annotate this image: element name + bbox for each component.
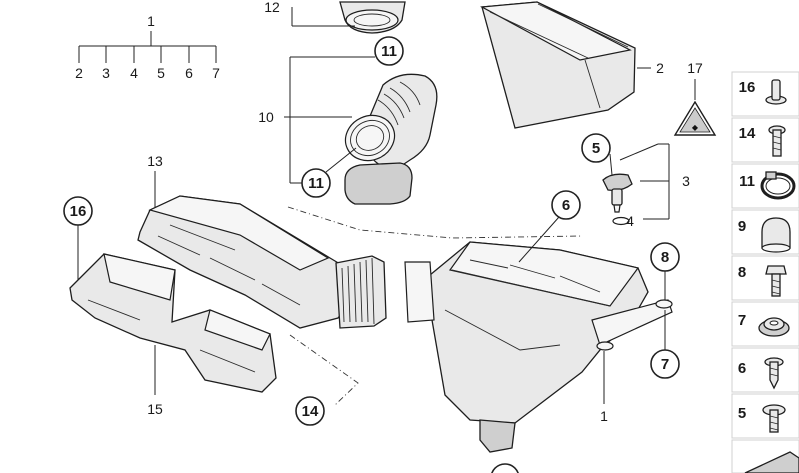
part-17-warning-label[interactable]: ◆ xyxy=(673,100,717,136)
callout-partial-bottom xyxy=(491,463,519,473)
part-corrugated-hose[interactable] xyxy=(335,255,387,329)
part-2-air-filter[interactable] xyxy=(479,1,636,129)
legend-label: 16 xyxy=(739,79,756,96)
tree-parent-label: 1 xyxy=(147,13,155,29)
legend-label: 8 xyxy=(738,264,746,281)
grommet-icon xyxy=(758,317,790,337)
screw-icon xyxy=(768,125,786,157)
callout-14[interactable]: 14 xyxy=(295,396,325,426)
part-10-intake-pipe[interactable] xyxy=(338,73,438,205)
part-13-intake-duct[interactable] xyxy=(137,195,353,329)
fastener-legend: 16 14 11 9 8 7 6 5 xyxy=(731,71,799,473)
part-15-lower-duct[interactable] xyxy=(69,253,277,393)
callout-1: 1 xyxy=(600,408,608,424)
parts-tree: 1 2 3 4 5 6 7 xyxy=(75,13,220,81)
tree-child-label: 3 xyxy=(102,65,110,81)
legend-label: 6 xyxy=(738,360,746,377)
partial-item-icon xyxy=(744,451,799,473)
flange-screw-icon xyxy=(762,404,786,433)
tree-child-label: 7 xyxy=(212,65,220,81)
hose-clamp-icon xyxy=(760,171,796,200)
svg-text:◆: ◆ xyxy=(692,123,699,132)
tapping-screw-icon xyxy=(764,357,784,390)
svg-text:6: 6 xyxy=(562,197,570,214)
rubber-cap-icon xyxy=(761,217,791,253)
legend-label: 9 xyxy=(738,218,746,235)
part-4-seal-ring[interactable] xyxy=(612,216,630,226)
tree-child-label: 6 xyxy=(185,65,193,81)
legend-label: 7 xyxy=(738,312,746,329)
callout-4: 4 xyxy=(626,213,634,229)
legend-label: 14 xyxy=(739,125,756,142)
svg-text:14: 14 xyxy=(302,403,319,420)
part-1-filter-housing[interactable] xyxy=(404,241,673,453)
callout-10: 10 xyxy=(258,109,274,125)
tree-child-label: 5 xyxy=(157,65,165,81)
svg-text:11: 11 xyxy=(381,43,397,60)
callout-12: 12 xyxy=(264,0,280,15)
callout-17: 17 xyxy=(687,60,703,76)
callout-11-top[interactable]: 11 xyxy=(374,36,404,66)
callout-5-top[interactable]: 5 xyxy=(581,133,611,163)
callout-15: 15 xyxy=(147,401,163,417)
svg-text:11: 11 xyxy=(308,175,324,192)
legend-label: 5 xyxy=(738,405,746,422)
tree-child-label: 4 xyxy=(130,65,138,81)
bolt-icon xyxy=(765,265,787,297)
callout-13: 13 xyxy=(147,153,163,169)
callout-16[interactable]: 16 xyxy=(63,196,93,226)
part-12-intake-boot[interactable] xyxy=(339,1,406,34)
svg-text:16: 16 xyxy=(70,203,87,220)
part-3-sensor[interactable] xyxy=(602,173,633,213)
callout-6[interactable]: 6 xyxy=(551,190,581,220)
callout-7[interactable]: 7 xyxy=(650,349,680,379)
callout-3: 3 xyxy=(682,173,690,189)
legend-label: 11 xyxy=(739,173,755,190)
tree-child-label: 2 xyxy=(75,65,83,81)
svg-text:7: 7 xyxy=(661,356,669,373)
callout-11-bottom[interactable]: 11 xyxy=(301,168,331,198)
callout-8[interactable]: 8 xyxy=(650,242,680,272)
callout-2: 2 xyxy=(656,60,664,76)
svg-text:8: 8 xyxy=(661,249,669,266)
svg-text:5: 5 xyxy=(592,140,600,157)
rivet-icon xyxy=(765,79,787,105)
